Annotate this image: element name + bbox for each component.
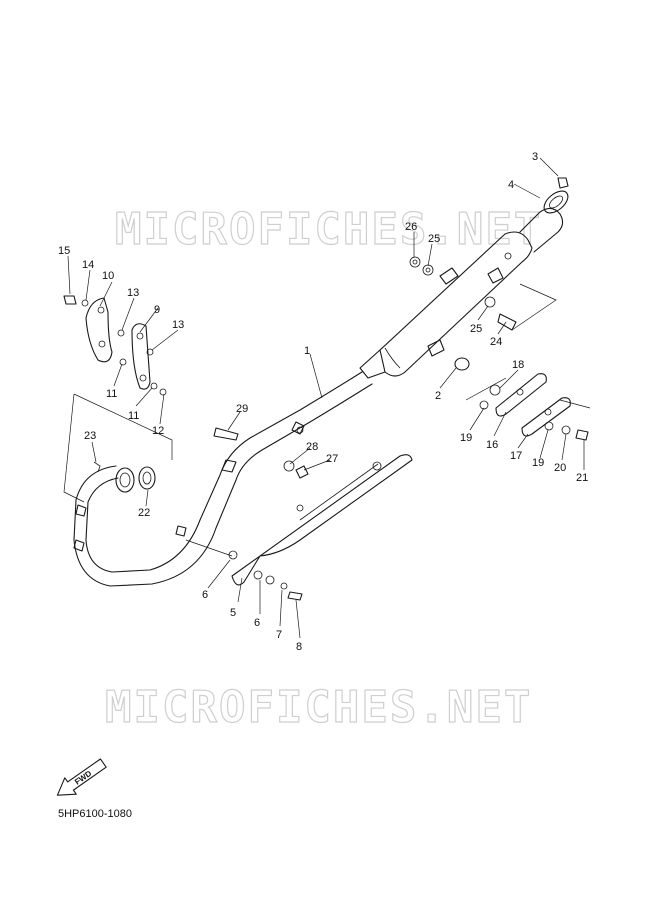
callout-6a: 6 — [202, 589, 208, 601]
diagram-code: 5HP6100-1080 — [58, 808, 133, 820]
callout-14: 14 — [82, 259, 94, 271]
callout-25b: 25 — [428, 233, 440, 245]
callout-12: 12 — [152, 425, 164, 437]
callout-17: 17 — [510, 450, 522, 462]
callout-24: 24 — [490, 336, 502, 348]
callout-13b: 13 — [172, 319, 184, 331]
callout-16: 16 — [486, 439, 498, 451]
callout-10: 10 — [102, 270, 114, 282]
hardware — [63, 177, 589, 601]
callout-20: 20 — [554, 462, 566, 474]
callout-3: 3 — [532, 151, 538, 163]
callout-28: 28 — [306, 441, 318, 453]
callout-23: 23 — [84, 430, 96, 442]
callout-27: 27 — [326, 453, 338, 465]
callout-15: 15 — [58, 245, 70, 257]
callout-labels: 1 2 3 4 5 6 6 7 8 9 10 11 11 12 13 13 14… — [58, 151, 588, 653]
fwd-label: FWD — [73, 769, 93, 787]
callout-18: 18 — [512, 359, 524, 371]
front-protectors — [85, 297, 151, 390]
muffler — [359, 190, 569, 379]
watermark-top: MICROFICHES.NET — [115, 204, 542, 255]
callout-6b: 6 — [254, 617, 260, 629]
exhaust-flange — [115, 466, 156, 493]
watermark-bottom: MICROFICHES.NET — [105, 682, 532, 733]
fwd-arrow-icon: FWD — [56, 758, 107, 796]
callout-1: 1 — [304, 345, 310, 357]
callout-21: 21 — [576, 472, 588, 484]
callout-7: 7 — [276, 629, 282, 641]
callout-11b: 11 — [128, 410, 139, 422]
rear-brackets — [495, 373, 571, 437]
callout-29: 29 — [236, 403, 248, 415]
callout-25a: 25 — [470, 323, 482, 335]
callout-22: 22 — [138, 507, 150, 519]
callout-19b: 19 — [532, 457, 544, 469]
callout-19a: 19 — [460, 432, 472, 444]
reference-frames — [63, 283, 591, 557]
callout-5: 5 — [230, 607, 236, 619]
muffler-bracket — [231, 454, 413, 586]
callout-26: 26 — [405, 221, 417, 233]
callout-9: 9 — [154, 304, 160, 316]
exhaust-pipe — [73, 371, 373, 587]
callout-13a: 13 — [127, 287, 139, 299]
callout-leaders — [67, 157, 585, 639]
callout-4: 4 — [508, 179, 514, 191]
callout-2: 2 — [435, 390, 441, 402]
callout-8: 8 — [296, 641, 302, 653]
callout-11a: 11 — [106, 388, 117, 400]
